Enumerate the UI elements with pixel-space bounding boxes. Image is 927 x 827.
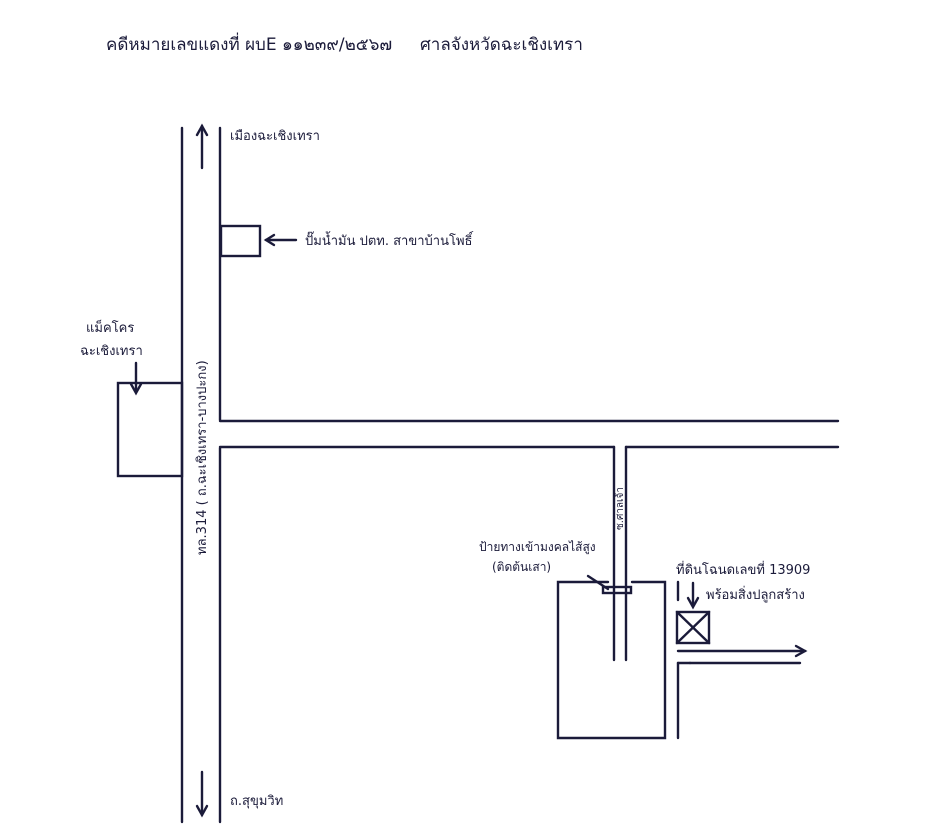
north-destination-label: เมืองฉะเชิงเทรา: [230, 128, 320, 144]
shrine-sign: [601, 585, 633, 595]
target-land-marker: [675, 610, 711, 645]
property-label-line2: พร้อมสิ่งปลูกสร้าง: [706, 586, 805, 603]
gas-station-arrow-head: [263, 233, 276, 247]
access-road-arrow-head: [794, 644, 808, 658]
south-destination-label: ถ.สุขุมวิท: [230, 794, 283, 809]
court-name-text: ศาลจังหวัดฉะเชิงเทรา: [420, 35, 583, 55]
makro-label-line2: ฉะเชิงเทรา: [80, 344, 143, 359]
gas-station-label: ปั๊มน้ำมัน ปตท. สาขาบ้านโพธิ์: [305, 231, 474, 249]
makro-box: [116, 381, 184, 478]
makro-label-line1: แม็คโคร: [86, 318, 134, 336]
property-label-line1: ที่ดินโฉนดเลขที่ 13909: [676, 561, 810, 578]
side-road-label: ซ.ศาลเจ้า: [614, 487, 626, 530]
north-arrow-head: [195, 123, 209, 137]
shrine-sign-label-line1: ป้ายทางเข้ามงคลไส้สูง: [479, 540, 596, 555]
property-parcel: [556, 580, 667, 740]
target-land-cross-b: [675, 610, 711, 645]
highway-name-label: ทล.314 ( ถ.ฉะเชิงเทรา-บางปะกง): [195, 360, 210, 555]
case-number-text: คดีหมายเลขแดงที่ ผบE ๑๑๒๓๙/๒๕๖๗: [106, 32, 392, 55]
makro-arrow-head: [129, 382, 143, 396]
south-arrow-head: [195, 804, 209, 818]
target-land-arrow-head: [686, 596, 700, 610]
gas-station-box: [219, 224, 262, 258]
shrine-sign-pointer: [586, 574, 610, 591]
shrine-sign-label-line2: (ติดต้นเสา): [492, 560, 551, 574]
